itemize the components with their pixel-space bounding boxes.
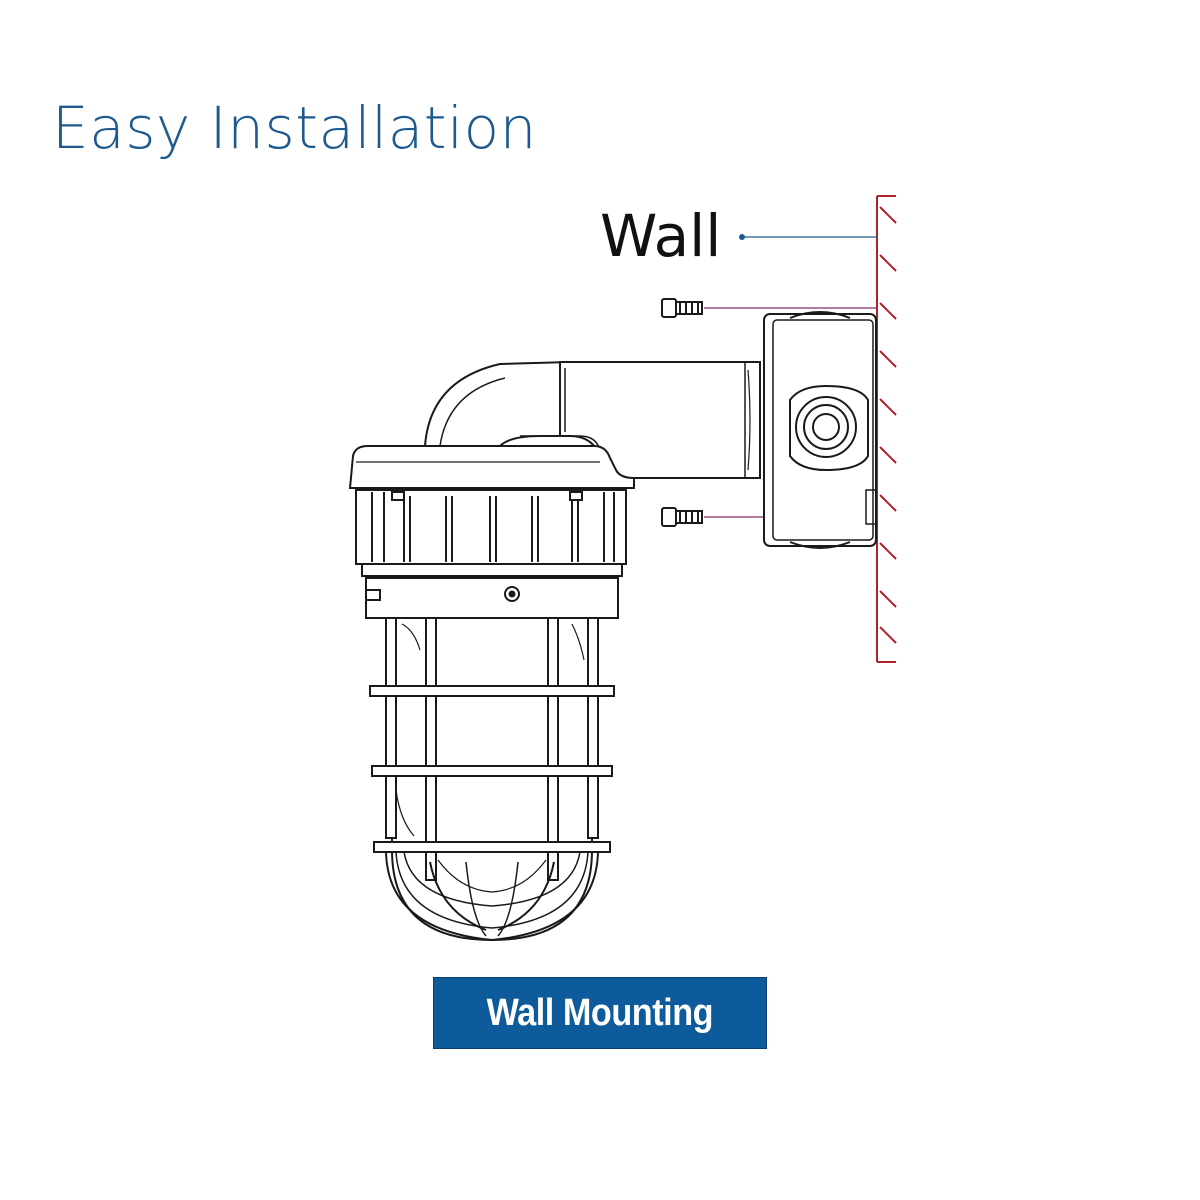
fixture-cap (348, 445, 635, 489)
wire-cage (369, 617, 615, 942)
mounting-screw-icon (661, 298, 703, 318)
wall-mounting-label: Wall Mounting (486, 991, 714, 1034)
page-title: Easy Installation (52, 94, 537, 162)
mounting-screw-icon (661, 507, 703, 527)
cage-collar (361, 563, 623, 619)
junction-box (763, 311, 877, 549)
wall-callout (739, 234, 877, 240)
fixture-housing (355, 489, 627, 565)
mounting-arm (423, 360, 761, 479)
wall-mounting-badge: Wall Mounting (433, 977, 767, 1049)
wall-label: Wall (600, 202, 722, 270)
wall-section (876, 195, 897, 663)
